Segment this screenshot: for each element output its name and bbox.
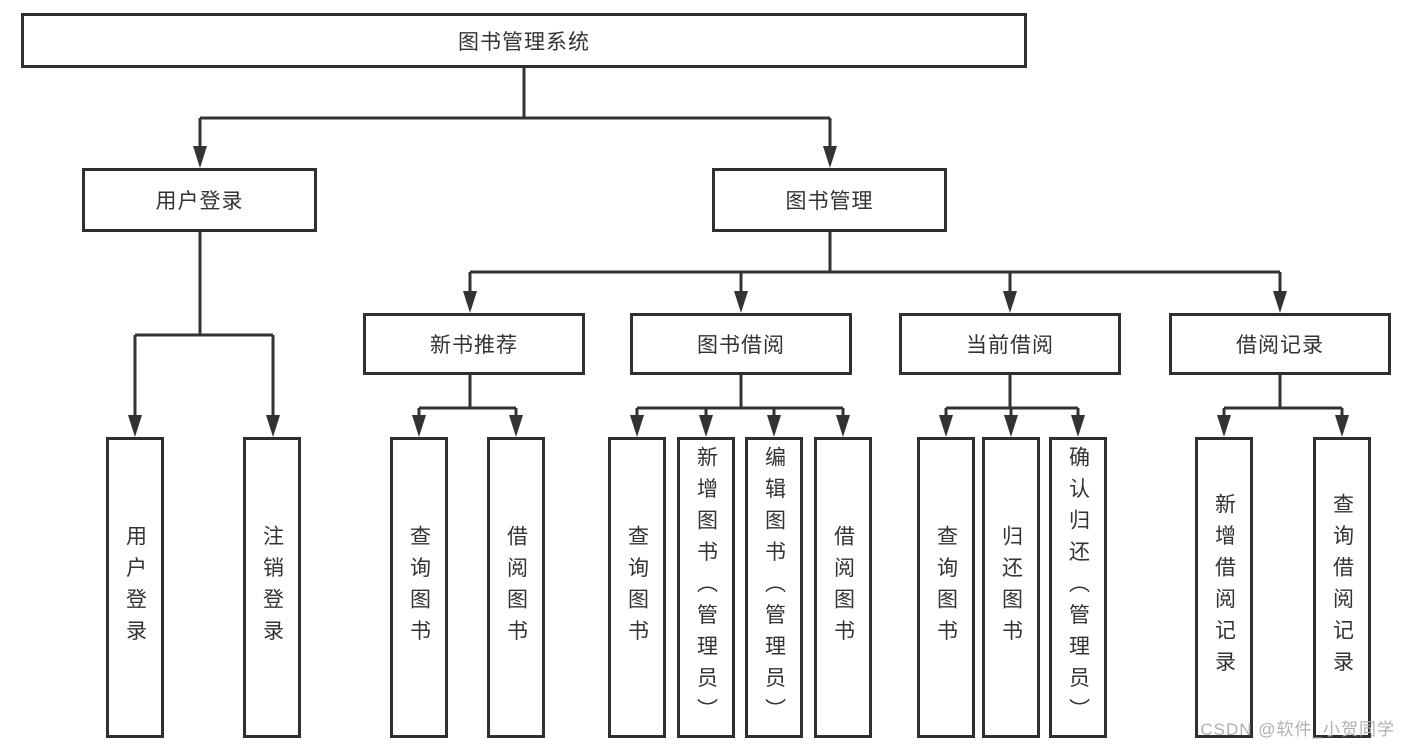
wire-newbook-to-children	[417, 375, 518, 419]
node-label: 注销登录	[260, 524, 284, 651]
arrow-icon	[463, 291, 477, 313]
node-label: 查询借阅记录	[1330, 493, 1354, 682]
leaf-logout: 注销登录	[243, 437, 301, 738]
node-current-borrowing: 当前借阅	[899, 313, 1121, 375]
arrow-icon	[836, 415, 850, 437]
node-new-book-recommendation: 新书推荐	[363, 313, 585, 375]
leaf-query-borrow-record: 查询借阅记录	[1313, 437, 1371, 738]
wire-bookmgmt-to-level3	[468, 232, 1282, 294]
leaf-query-books-recommend: 查询图书	[390, 437, 448, 738]
arrow-icon	[412, 415, 426, 437]
leaf-return-books: 归还图书	[982, 437, 1040, 738]
wire-records-to-children	[1222, 375, 1344, 419]
node-label: 当前借阅	[966, 334, 1054, 357]
leaf-user-login: 用户登录	[106, 437, 164, 738]
leaf-add-books-admin: 新增图书（管理员）	[677, 437, 735, 738]
watermark: CSDN @软件_小贺同学	[1200, 720, 1395, 739]
leaf-borrow-books-recommend: 借阅图书	[487, 437, 545, 738]
node-library-management-system: 图书管理系统	[21, 13, 1027, 68]
node-book-borrowing: 图书借阅	[630, 313, 852, 375]
node-label: 编辑图书（管理员）	[762, 445, 786, 730]
wire-root-to-level2	[198, 68, 832, 150]
arrow-icon	[1273, 291, 1287, 313]
node-label: 查询图书	[934, 524, 958, 651]
arrow-icon	[509, 415, 523, 437]
arrow-icon	[1071, 415, 1085, 437]
arrow-icon	[939, 415, 953, 437]
leaf-borrow-books: 借阅图书	[814, 437, 872, 738]
wire-borrow-to-children	[635, 375, 845, 419]
node-label: 新书推荐	[430, 334, 518, 357]
node-label: 查询图书	[407, 524, 431, 651]
arrow-icon	[767, 415, 781, 437]
arrow-icon	[1217, 415, 1231, 437]
arrow-icon	[734, 291, 748, 313]
node-label: 确认归还（管理员）	[1066, 445, 1090, 730]
leaf-query-books-borrow: 查询图书	[608, 437, 666, 738]
arrow-icon	[630, 415, 644, 437]
node-label: 归还图书	[999, 524, 1023, 651]
connector-paths	[133, 68, 1344, 419]
node-label: 用户登录	[123, 524, 147, 651]
wire-userlogin-to-children	[133, 232, 275, 419]
arrow-icon	[1004, 415, 1018, 437]
node-label: 用户登录	[155, 190, 244, 213]
node-label: 借阅图书	[831, 524, 855, 651]
leaf-query-books-current: 查询图书	[917, 437, 975, 738]
arrow-icon	[193, 146, 207, 168]
arrow-icon	[1335, 415, 1349, 437]
node-label: 查询图书	[625, 524, 649, 651]
node-label: 图书借阅	[697, 334, 785, 357]
leaf-add-borrow-record: 新增借阅记录	[1195, 437, 1253, 738]
node-label: 借阅图书	[504, 524, 528, 651]
leaf-edit-books-admin: 编辑图书（管理员）	[745, 437, 803, 738]
node-label: 借阅记录	[1236, 334, 1324, 357]
arrowheads	[128, 146, 1349, 437]
node-label: 图书管理	[785, 190, 874, 213]
node-user-login: 用户登录	[82, 168, 317, 232]
arrow-icon	[1003, 291, 1017, 313]
arrow-icon	[699, 415, 713, 437]
wire-current-to-children	[944, 375, 1080, 419]
node-label: 新增图书（管理员）	[694, 445, 718, 730]
arrow-icon	[128, 415, 142, 437]
node-label: 新增借阅记录	[1212, 493, 1236, 682]
arrow-icon	[266, 415, 280, 437]
arrow-icon	[823, 146, 837, 168]
node-borrowing-records: 借阅记录	[1169, 313, 1391, 375]
leaf-confirm-return-admin: 确认归还（管理员）	[1049, 437, 1107, 738]
node-label: 图书管理系统	[458, 30, 590, 54]
node-book-management: 图书管理	[712, 168, 947, 232]
